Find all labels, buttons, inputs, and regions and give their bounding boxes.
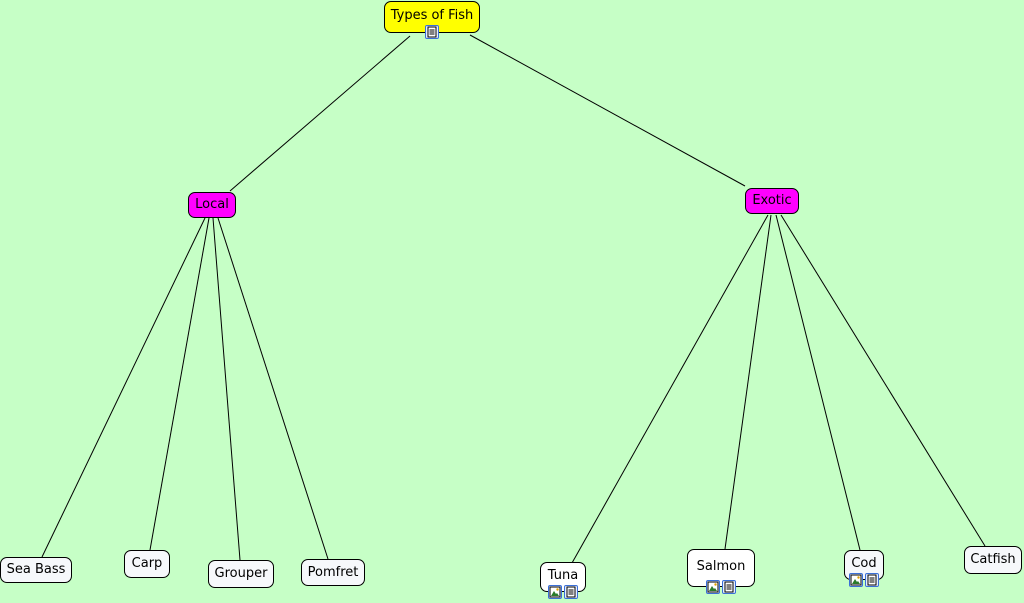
node-tuna[interactable]: Tuna: [540, 562, 586, 592]
node-label: Carp: [131, 556, 163, 571]
document-icon[interactable]: [425, 25, 439, 39]
link-exotic-catfish: [780, 214, 986, 547]
link-exotic-salmon: [724, 214, 772, 550]
node-label: Types of Fish: [390, 8, 474, 23]
node-label: Exotic: [752, 193, 792, 208]
node-salmon[interactable]: Salmon: [687, 549, 755, 587]
link-root-exotic: [469, 34, 746, 187]
link-exotic-cod: [775, 214, 861, 551]
link-root-local: [229, 35, 411, 192]
image-icon[interactable]: [548, 585, 562, 599]
link-local-grouper: [212, 217, 241, 561]
node-icons: [844, 573, 884, 587]
node-label: Grouper: [214, 566, 268, 581]
node-exotic[interactable]: Exotic: [745, 188, 799, 214]
document-icon[interactable]: [722, 580, 736, 594]
node-local[interactable]: Local: [188, 192, 236, 218]
document-icon[interactable]: [564, 585, 578, 599]
link-exotic-tuna: [571, 214, 769, 564]
node-label: Salmon: [696, 559, 746, 574]
node-grouper[interactable]: Grouper: [208, 560, 274, 588]
node-label: Sea Bass: [6, 562, 66, 577]
node-icons: [687, 580, 755, 594]
node-icons: [540, 585, 586, 599]
link-local-pomfret: [217, 217, 329, 560]
image-icon[interactable]: [849, 573, 863, 587]
document-icon[interactable]: [865, 573, 879, 587]
node-catfish[interactable]: Catfish: [964, 546, 1022, 574]
node-pomfret[interactable]: Pomfret: [301, 559, 365, 586]
link-local-seabass: [41, 217, 206, 558]
node-label: Tuna: [547, 568, 579, 583]
node-label: Catfish: [970, 552, 1016, 567]
link-local-carp: [149, 217, 210, 551]
node-carp[interactable]: Carp: [124, 550, 170, 578]
node-icons: [384, 25, 480, 39]
node-label: Cod: [851, 556, 877, 571]
image-icon[interactable]: [706, 580, 720, 594]
node-label: Pomfret: [307, 565, 359, 580]
node-sea-bass[interactable]: Sea Bass: [0, 557, 72, 583]
node-label: Local: [195, 197, 229, 212]
